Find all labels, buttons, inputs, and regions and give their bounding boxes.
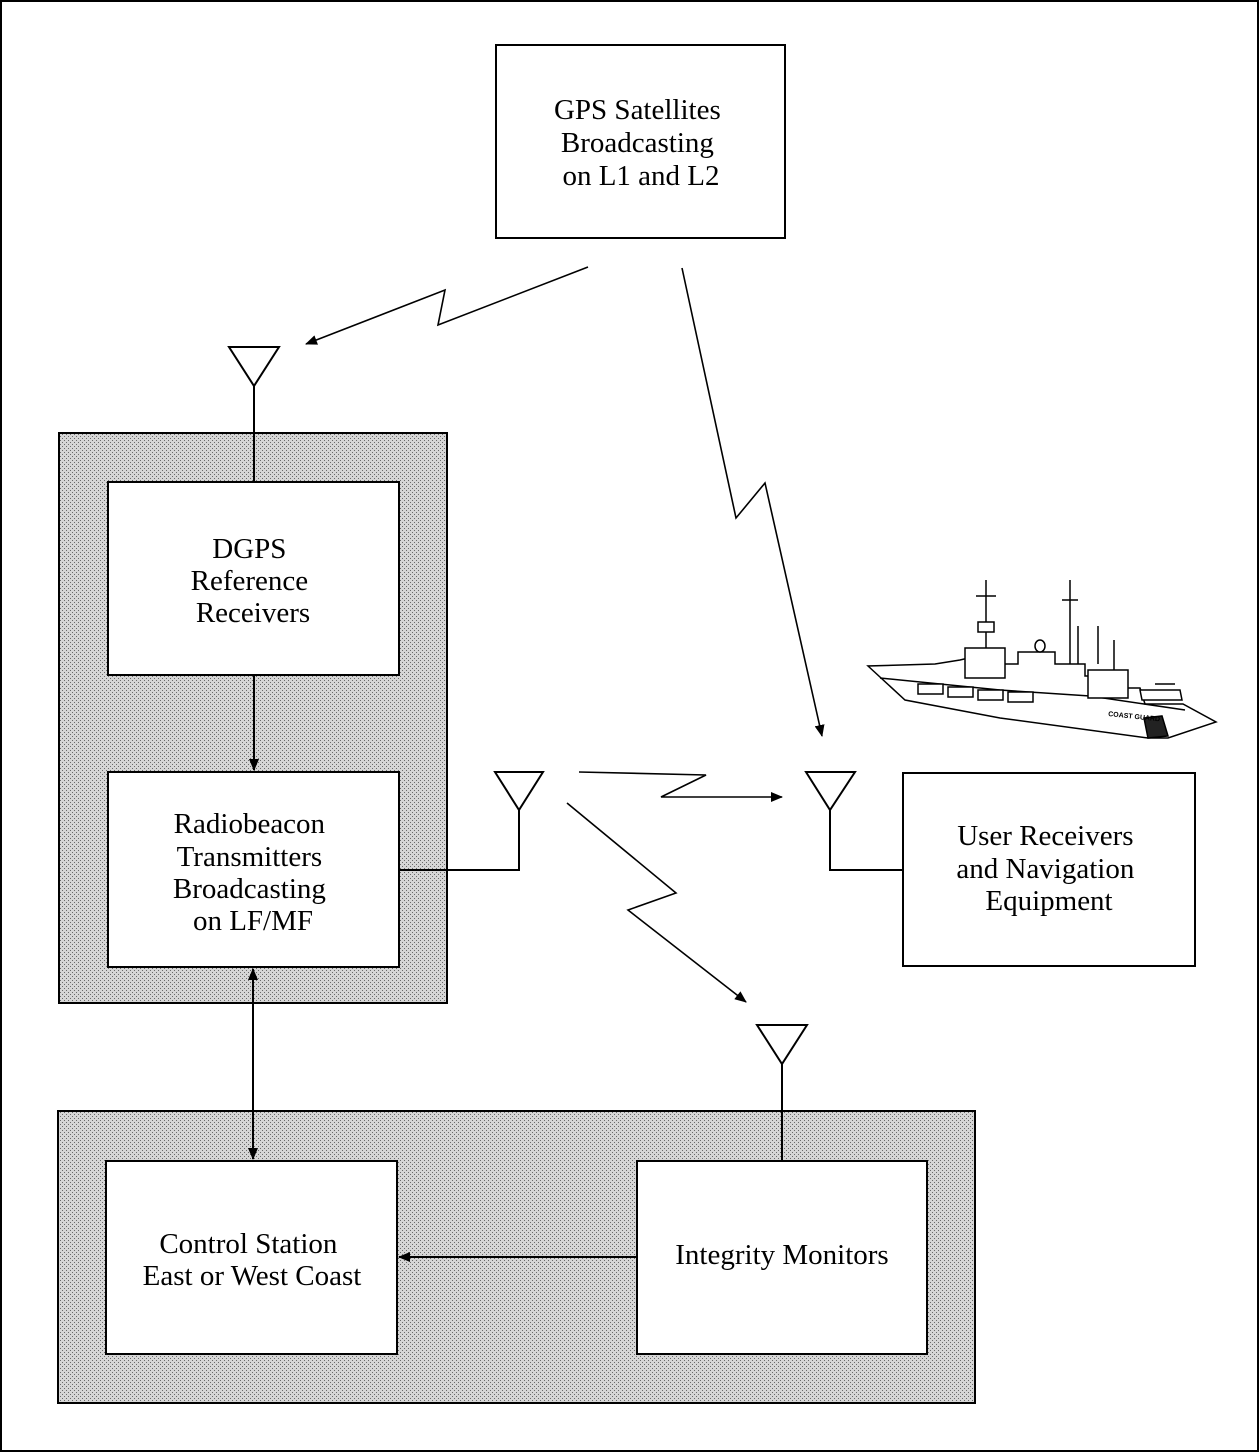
user-receivers-label: User Receivers and Navigation Equipment bbox=[956, 820, 1141, 917]
ref-line-3: Receivers bbox=[196, 597, 310, 629]
user-antenna-icon bbox=[804, 771, 857, 812]
user-line-2: and Navigation bbox=[956, 853, 1134, 885]
gps-satellites-box bbox=[495, 44, 786, 239]
integrity-monitors-box bbox=[636, 1160, 928, 1355]
lifeboat-4 bbox=[1007, 691, 1034, 703]
user-line-3: Equipment bbox=[985, 885, 1112, 917]
ref-line-1: DGPS bbox=[212, 533, 286, 565]
beacon-to-integrity-signal-arrow bbox=[566, 802, 747, 1003]
radiobeacon-label: Radiobeacon Transmitters Broadcasting on… bbox=[173, 808, 333, 937]
gps-line-1: GPS Satellites bbox=[554, 94, 721, 126]
gps-line-2: Broadcasting bbox=[561, 127, 714, 159]
ref-line-2: Reference bbox=[191, 565, 309, 597]
transmit-antenna-feed bbox=[400, 810, 520, 871]
radio-line-1: Radiobeacon bbox=[174, 808, 326, 840]
control-station-box bbox=[105, 1160, 398, 1355]
hull-stripe bbox=[1143, 715, 1169, 739]
control-line-2: East or West Coast bbox=[143, 1260, 362, 1292]
gps-to-user-signal-arrow bbox=[681, 267, 825, 737]
dgps-reference-receivers-box bbox=[107, 481, 400, 676]
integrity-antenna-icon bbox=[755, 1024, 809, 1066]
lifeboat-2 bbox=[947, 686, 974, 698]
radio-line-3: Broadcasting bbox=[173, 873, 326, 905]
lifeboat-3 bbox=[977, 689, 1004, 701]
user-line-1: User Receivers bbox=[957, 820, 1133, 852]
control-line-1: Control Station bbox=[159, 1228, 338, 1260]
integrity-monitors-label: Integrity Monitors bbox=[675, 1239, 888, 1271]
integrity-line-1: Integrity Monitors bbox=[675, 1239, 888, 1271]
reference-antenna-icon bbox=[227, 346, 281, 388]
radiobeacon-transmitters-box bbox=[107, 771, 400, 968]
user-receivers-box bbox=[902, 772, 1196, 967]
gps-satellites-label: GPS Satellites Broadcasting on L1 and L2 bbox=[554, 94, 728, 192]
beacon-to-user-signal-arrow bbox=[578, 771, 783, 802]
dgps-reference-label: DGPS Reference Receivers bbox=[191, 533, 316, 629]
gps-to-reference-signal-arrow bbox=[305, 266, 589, 345]
radio-line-2: Transmitters bbox=[177, 841, 323, 873]
control-station-label: Control Station East or West Coast bbox=[143, 1228, 362, 1292]
radio-line-4: on LF/MF bbox=[193, 905, 313, 937]
coast-guard-cutter-image bbox=[866, 580, 1218, 739]
lifeboat-1 bbox=[917, 683, 944, 695]
gps-line-3: on L1 and L2 bbox=[562, 160, 719, 192]
user-antenna-feed bbox=[829, 810, 903, 871]
transmit-antenna-icon bbox=[493, 771, 545, 812]
